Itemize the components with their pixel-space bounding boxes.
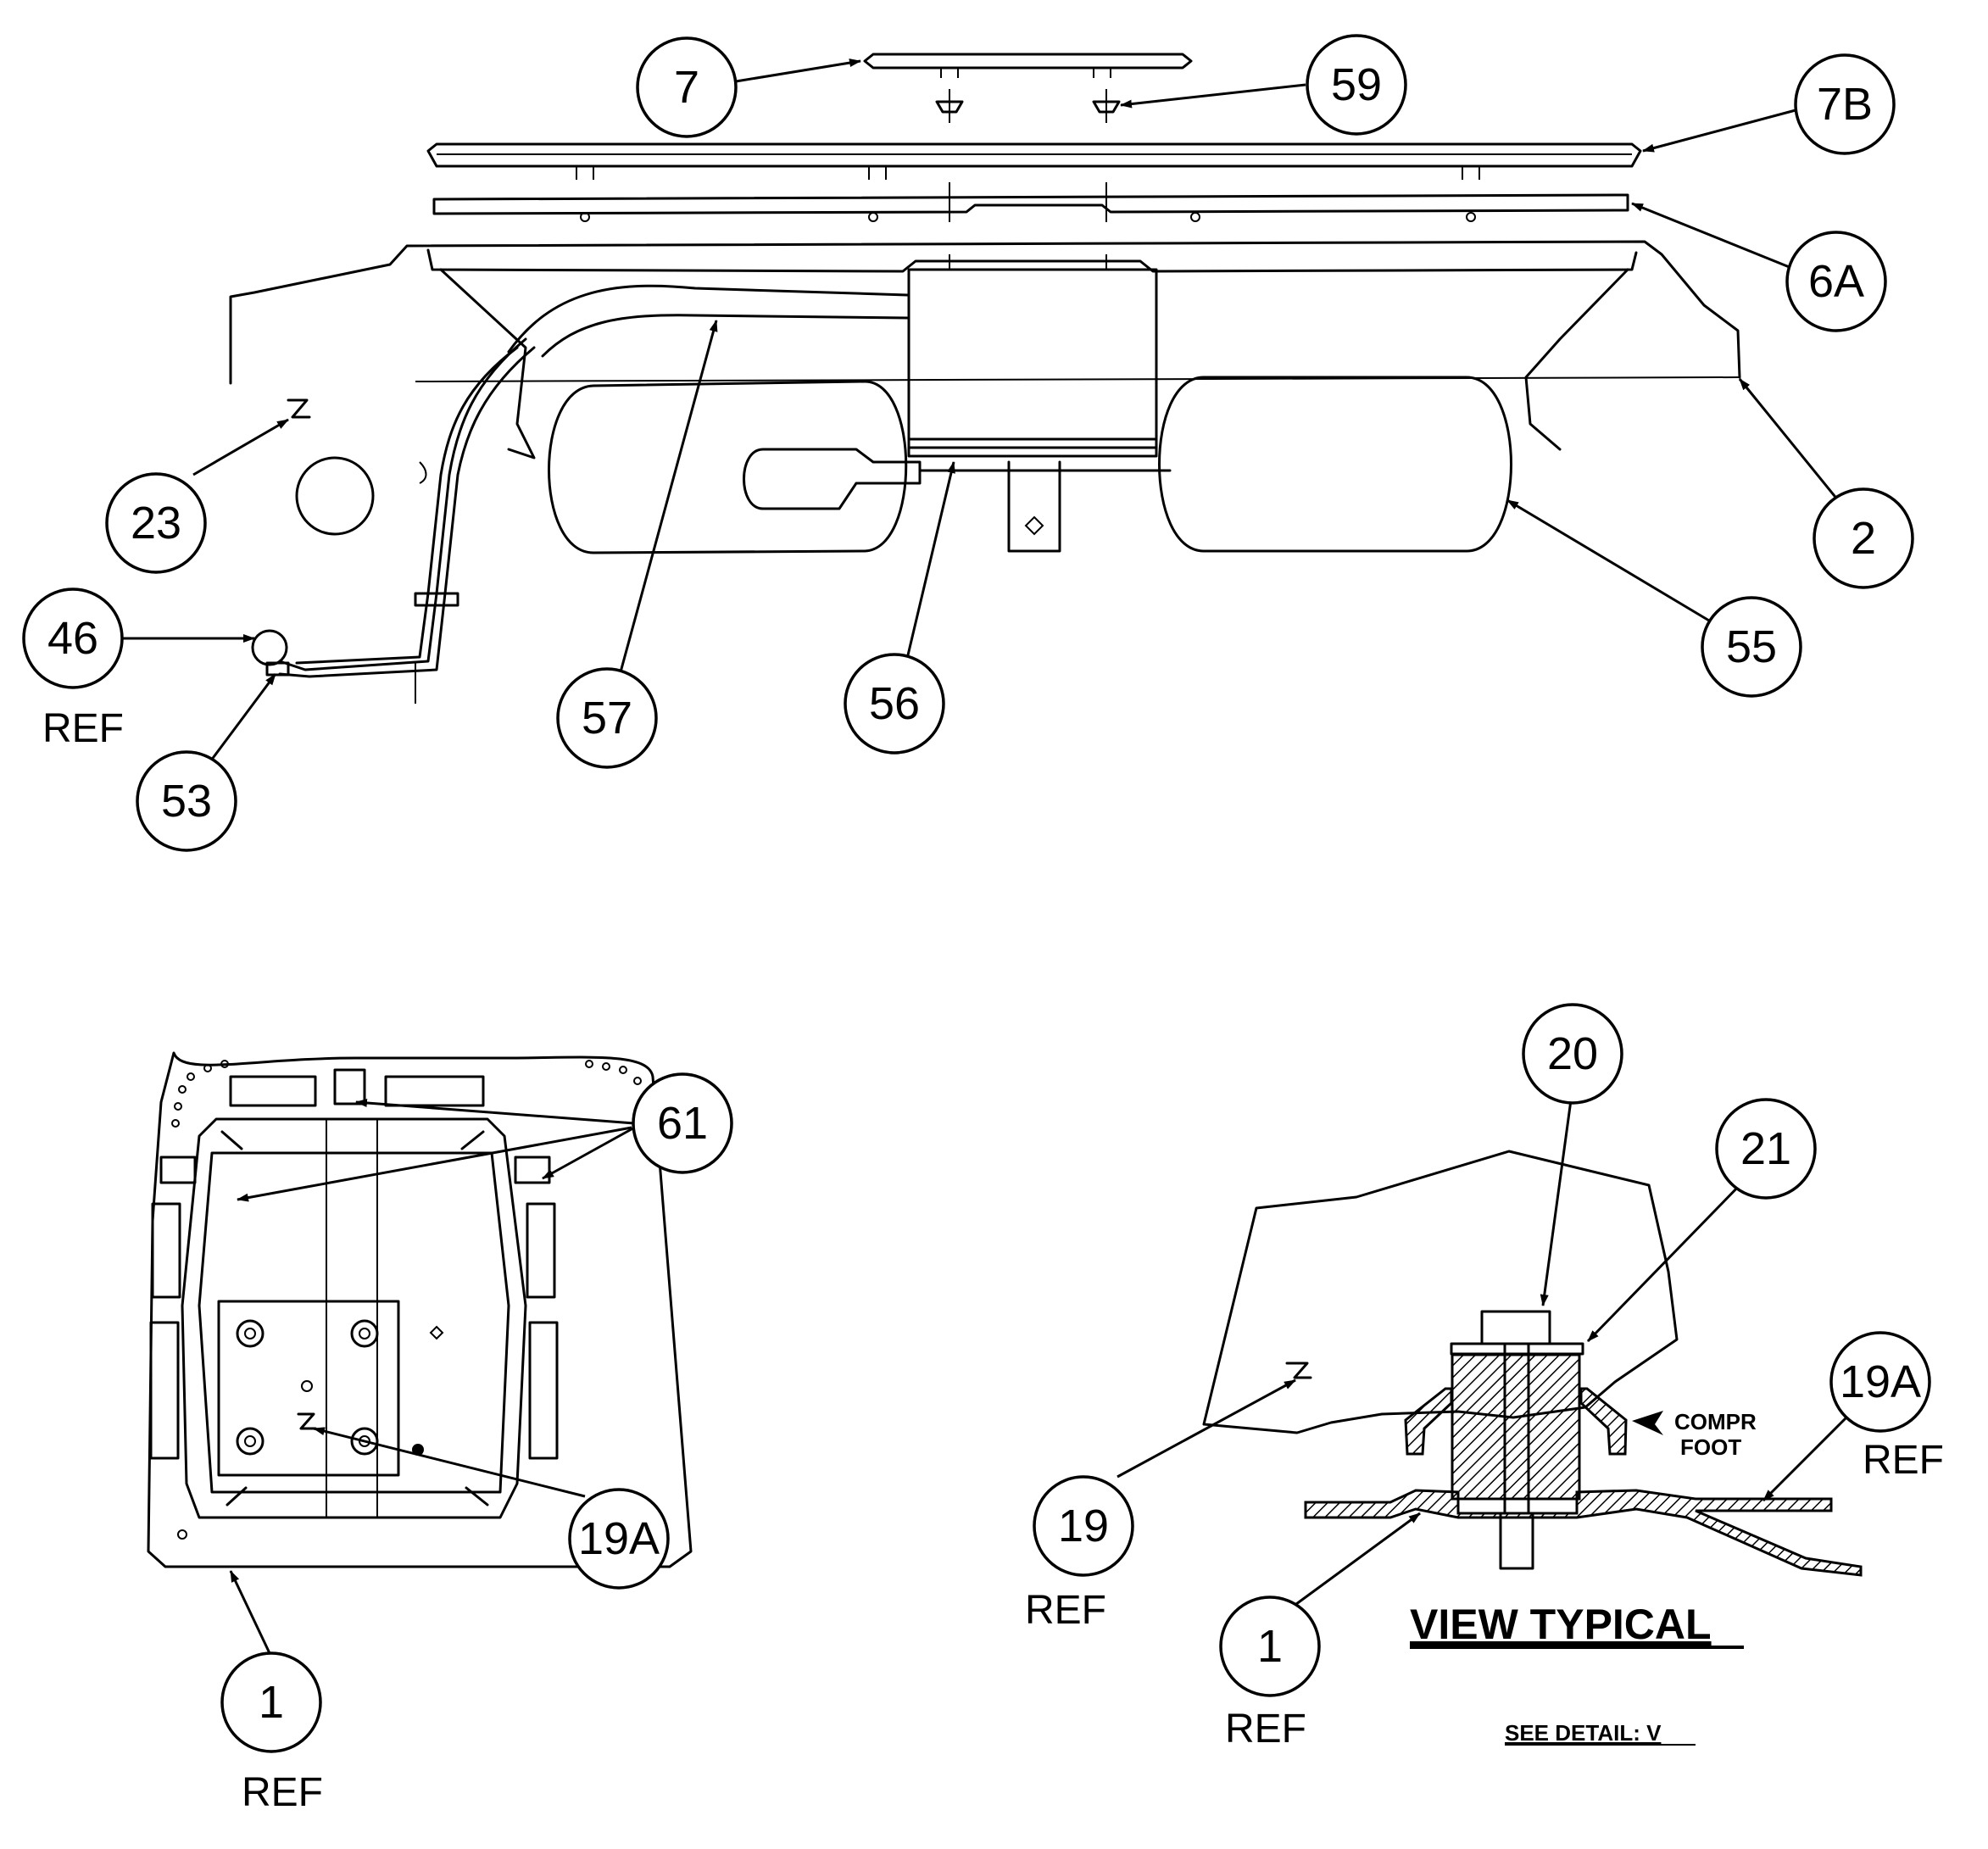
svg-text:19A: 19A (1840, 1356, 1921, 1407)
view-typical-drawing (1202, 1150, 1863, 1577)
svg-text:7B: 7B (1817, 79, 1873, 130)
callout-46: 46 (22, 588, 124, 689)
compr-foot-label-line1: COMPR (1674, 1409, 1757, 1434)
svg-text:46: 46 (47, 613, 98, 664)
callout-7b: 7B (1794, 53, 1896, 155)
edge-holes (171, 1060, 653, 1128)
callout-19a-left: 19A (568, 1488, 670, 1590)
svg-text:23: 23 (131, 498, 181, 549)
svg-text:57: 57 (582, 693, 632, 743)
svg-text:19: 19 (1058, 1501, 1109, 1551)
svg-text:55: 55 (1726, 621, 1777, 672)
base-pan-drawing (147, 1051, 693, 1568)
callout-61: 61 (632, 1072, 733, 1174)
callout-6a: 6A (1785, 231, 1887, 332)
svg-text:61: 61 (657, 1098, 708, 1149)
top-assembly-drawing (229, 53, 1741, 704)
callout-7: 7 (636, 36, 738, 138)
ref-label-19: REF (1025, 1588, 1106, 1633)
top-leaders (121, 58, 1840, 768)
svg-text:2: 2 (1851, 513, 1876, 564)
svg-text:1: 1 (259, 1677, 284, 1728)
svg-text:1: 1 (1257, 1621, 1283, 1672)
svg-text:53: 53 (161, 776, 212, 827)
ref-label-1-left: REF (242, 1770, 323, 1815)
callout-2: 2 (1813, 487, 1914, 589)
svg-text:6A: 6A (1808, 256, 1864, 307)
callout-1-right: 1 (1219, 1596, 1321, 1697)
svg-text:21: 21 (1740, 1123, 1791, 1174)
ref-label-1-right: REF (1225, 1707, 1306, 1752)
callout-56: 56 (844, 653, 945, 755)
view-typical-title: VIEW TYPICAL (1410, 1601, 1712, 1648)
callout-20: 20 (1522, 1003, 1623, 1105)
callout-19a-right: 19A (1829, 1331, 1931, 1433)
ref-label-19a-right: REF (1863, 1438, 1944, 1483)
base-pan-leaders (229, 1099, 638, 1654)
callout-23: 23 (105, 472, 207, 574)
svg-text:7: 7 (674, 62, 699, 113)
callout-1-left: 1 (220, 1651, 322, 1753)
svg-text:56: 56 (869, 678, 920, 729)
callout-59: 59 (1306, 34, 1407, 136)
svg-text:59: 59 (1331, 59, 1382, 110)
callout-19: 19 (1033, 1475, 1134, 1577)
ref-label-46: REF (42, 706, 124, 751)
callout-53: 53 (136, 750, 237, 852)
callout-21: 21 (1715, 1098, 1817, 1200)
see-detail-label: SEE DETAIL: V (1505, 1720, 1662, 1746)
compr-foot-label-line2: FOOT (1680, 1434, 1741, 1460)
svg-text:20: 20 (1547, 1028, 1598, 1079)
svg-text:19A: 19A (578, 1513, 660, 1564)
callout-57: 57 (556, 667, 658, 769)
view-typical-leaders (1117, 1087, 1858, 1608)
callout-55: 55 (1701, 596, 1802, 698)
